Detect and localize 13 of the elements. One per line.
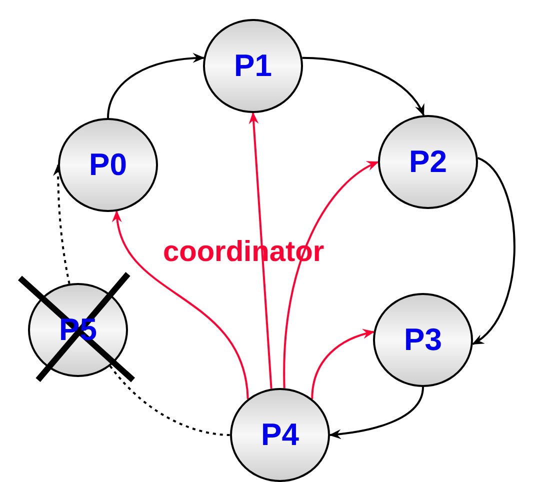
process-label: P0 bbox=[89, 147, 127, 183]
arrow bbox=[283, 161, 379, 388]
arrow bbox=[248, 112, 272, 389]
arrow bbox=[302, 56, 425, 116]
arrow bbox=[311, 329, 375, 400]
arrow bbox=[472, 157, 516, 345]
dotted-arrow bbox=[53, 164, 70, 284]
arrow bbox=[107, 53, 205, 118]
process-label: P2 bbox=[409, 144, 447, 180]
process-label: P4 bbox=[261, 417, 299, 453]
process-label: P1 bbox=[234, 48, 272, 84]
arrow bbox=[329, 386, 424, 439]
process-label: P3 bbox=[404, 322, 442, 358]
